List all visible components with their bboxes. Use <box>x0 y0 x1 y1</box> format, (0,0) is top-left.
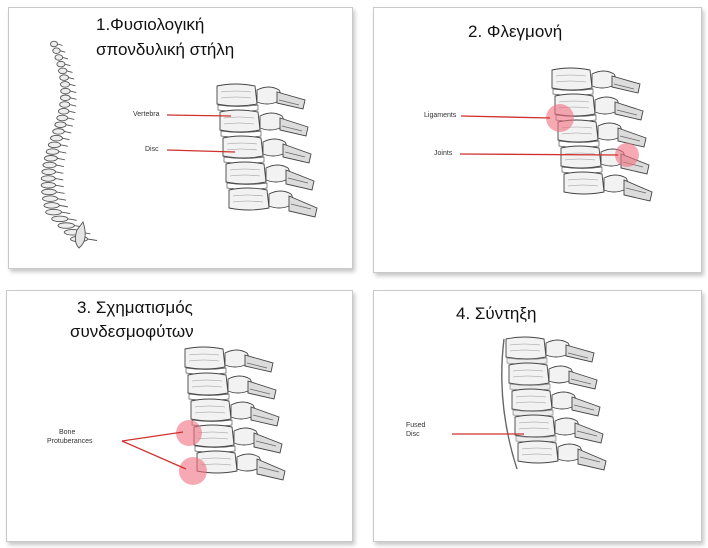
highlight-joints <box>615 143 639 167</box>
label-ligaments: Ligaments <box>424 112 456 120</box>
highlight-ligaments <box>546 104 574 132</box>
panel-fusion: 4. Σύντηξη Fused Disc <box>373 290 702 542</box>
inflammation-highlights <box>374 8 703 274</box>
panel-syndesmophyte-formation: 3. Σχηματισμός συνδεσμοφύτων Bone Protub… <box>6 290 353 542</box>
panel-inflammation: 2. Φλεγμονή Ligaments Joints <box>373 7 702 273</box>
label-bone: Bone <box>59 429 75 437</box>
highlight-protuberance-2 <box>179 457 207 485</box>
pointer-lines <box>9 8 354 270</box>
protuberance-highlights <box>7 291 354 543</box>
label-joints: Joints <box>434 150 452 158</box>
pointer-lines <box>374 291 703 543</box>
label-fused: Fused <box>406 422 425 430</box>
label-disc: Disc <box>406 431 420 439</box>
panel-normal-spine: 1.Φυσιολογική σπονδυλική στήλη Vertebra … <box>8 7 353 269</box>
label-protuberances: Protuberances <box>47 438 93 446</box>
